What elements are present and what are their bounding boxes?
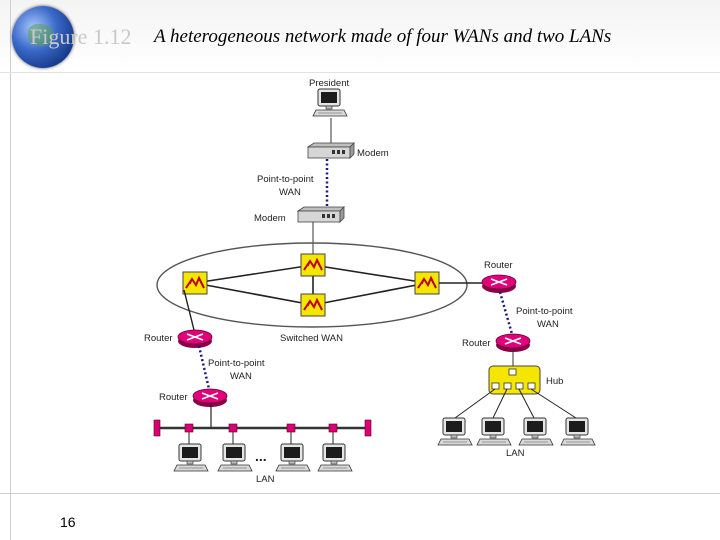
label-lan-right: LAN — [506, 448, 525, 459]
link-switch-router-left — [183, 289, 195, 331]
label-ellipsis: ... — [255, 448, 267, 464]
bus-terminator-right — [364, 419, 372, 437]
wan-link-bottom-right — [312, 282, 428, 306]
hub-link-3 — [518, 388, 535, 419]
switch-bottom-icon — [300, 293, 326, 317]
label-president: President — [309, 78, 349, 89]
label-p2p-right-line2: WAN — [537, 319, 559, 330]
switch-left-icon — [182, 271, 208, 295]
hub-link-2 — [492, 388, 508, 419]
hub-icon — [488, 365, 541, 395]
label-router-right-bottom: Router — [462, 338, 491, 349]
bus-taps — [184, 423, 338, 444]
lan-left-computer-1-icon — [173, 443, 209, 472]
label-modem-bottom: Modem — [254, 213, 286, 224]
switched-wan-boundary — [156, 242, 468, 328]
wan-link-left-top — [194, 264, 314, 284]
lan-right-computer-3-icon — [518, 417, 554, 446]
router-right-top-icon — [481, 274, 517, 294]
label-p2p-left-line1: Point-to-point — [208, 358, 265, 369]
wan-link-left-bottom — [194, 282, 314, 306]
router-left-icon — [177, 329, 213, 349]
label-hub: Hub — [546, 376, 563, 387]
label-router-left: Router — [144, 333, 173, 344]
p2p-link-left — [197, 345, 211, 390]
lan-right-computer-1-icon — [437, 417, 473, 446]
figure-label: Figure 1.12 — [30, 24, 132, 49]
page-number: 16 — [60, 514, 76, 530]
router-lan-left-icon — [192, 388, 228, 408]
hub-link-1 — [454, 388, 496, 419]
switch-right-icon — [414, 271, 440, 295]
label-modem-top: Modem — [357, 148, 389, 159]
lan-right-computer-2-icon — [476, 417, 512, 446]
lan-right-computer-4-icon — [560, 417, 596, 446]
hub-link-4 — [530, 388, 577, 419]
modem-top-icon — [307, 142, 355, 159]
label-p2p-top-line2: WAN — [279, 187, 301, 198]
label-lan-left: LAN — [256, 474, 275, 485]
header-band — [0, 0, 720, 72]
president-computer-icon — [312, 88, 348, 117]
label-router-right-top: Router — [484, 260, 513, 271]
lan-left-computer-2-icon — [217, 443, 253, 472]
footer-rule — [0, 493, 720, 494]
left-rule — [10, 0, 11, 540]
wan-link-top-right — [312, 264, 428, 284]
lan-left-computer-4-icon — [317, 443, 353, 472]
label-switched-wan: Switched WAN — [280, 333, 343, 344]
p2p-link-right — [498, 291, 514, 335]
modem-bottom-icon — [297, 206, 345, 223]
globe-logo-icon — [12, 6, 74, 68]
label-router-lan-left: Router — [159, 392, 188, 403]
label-p2p-right-line1: Point-to-point — [516, 306, 573, 317]
lan-left-computer-3-icon — [275, 443, 311, 472]
label-p2p-left-line2: WAN — [230, 371, 252, 382]
figure-title: A heterogeneous network made of four WAN… — [154, 26, 612, 47]
label-p2p-top-line1: Point-to-point — [257, 174, 314, 185]
bus-terminator-left — [153, 419, 161, 437]
switch-top-icon — [300, 253, 326, 277]
header-rule — [0, 72, 720, 73]
